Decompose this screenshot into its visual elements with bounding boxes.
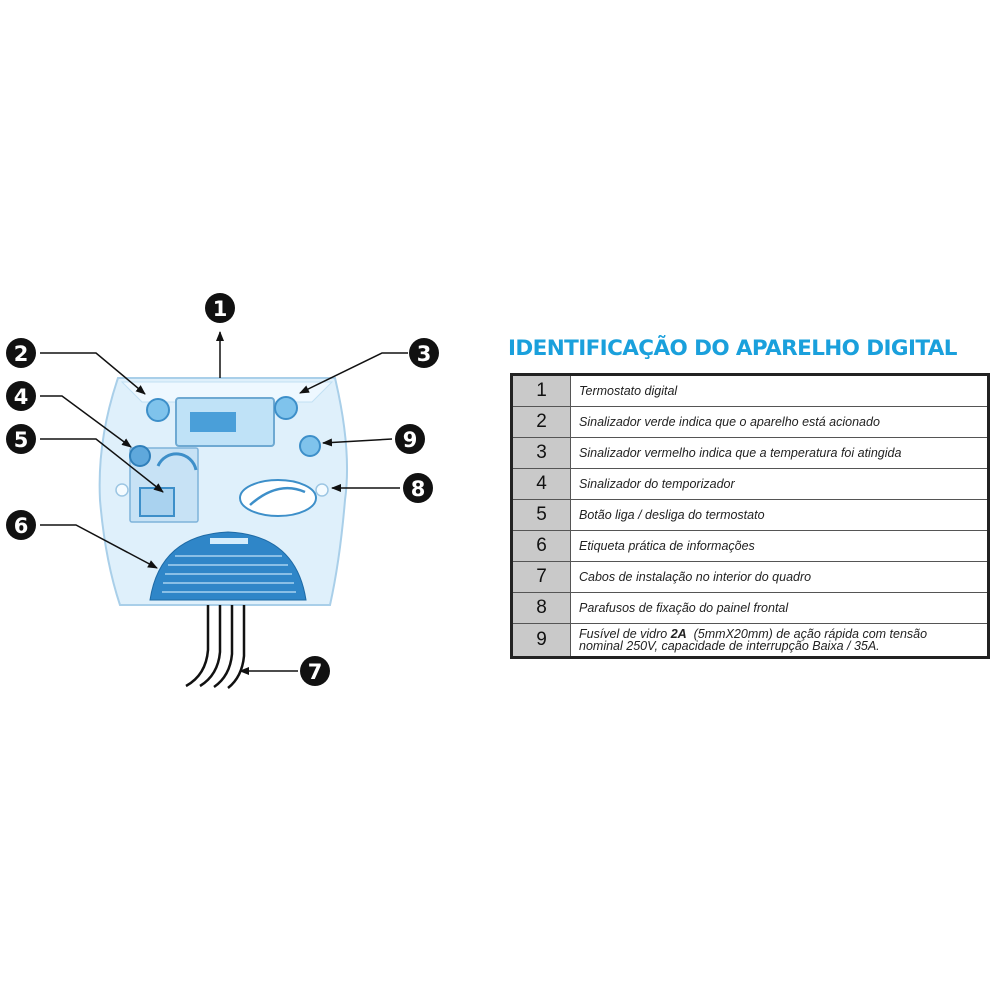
table-row: 9 Fusível de vidro 2A (5mmX20mm) de ação… bbox=[511, 623, 989, 658]
svg-text:5: 5 bbox=[14, 428, 29, 452]
table-row: 6 Etiqueta prática de informações bbox=[511, 530, 989, 562]
row-description: Cabos de instalação no interior do quadr… bbox=[570, 561, 989, 593]
row-number: 2 bbox=[511, 406, 571, 438]
svg-text:2: 2 bbox=[14, 342, 29, 366]
arrow-5 bbox=[40, 438, 164, 493]
panel-top-bevel bbox=[120, 381, 334, 403]
info-label-text-lines bbox=[162, 555, 296, 593]
installation-cables bbox=[185, 605, 246, 689]
callout-1: 1 bbox=[205, 293, 235, 323]
row-description: Sinalizador verde indica que o aparelho … bbox=[570, 406, 989, 438]
fuse-holder bbox=[299, 435, 321, 457]
row-description: Sinalizador do temporizador bbox=[570, 468, 989, 500]
green-indicator-light bbox=[146, 398, 170, 422]
callout-6: 6 bbox=[6, 510, 36, 540]
info-label-title bbox=[210, 538, 248, 544]
svg-text:8: 8 bbox=[411, 477, 426, 501]
brand-logo-swoosh bbox=[249, 486, 306, 506]
page-title: IDENTIFICAÇÃO DO APARELHO DIGITAL bbox=[508, 336, 957, 361]
device-diagram: 1 2 3 4 5 6 7 8 9 bbox=[6, 293, 439, 689]
callout-7: 7 bbox=[300, 656, 330, 686]
row-number: 4 bbox=[511, 468, 571, 500]
arrow-3 bbox=[299, 352, 408, 394]
row-number: 6 bbox=[511, 530, 571, 562]
table-row: 1 Termostato digital bbox=[511, 374, 989, 407]
svg-text:9: 9 bbox=[403, 428, 418, 452]
row-number: 7 bbox=[511, 561, 571, 593]
arrow-6 bbox=[40, 524, 158, 569]
callout-8: 8 bbox=[403, 473, 433, 503]
table-row: 2 Sinalizador verde indica que o aparelh… bbox=[511, 406, 989, 438]
panel-screw-left bbox=[115, 483, 129, 497]
callout-4: 4 bbox=[6, 381, 36, 411]
fuse-text-line2: nominal 250V, capacidade de interrupção … bbox=[579, 639, 880, 653]
identification-table: 1 Termostato digital 2 Sinalizador verde… bbox=[510, 373, 990, 659]
row-number: 8 bbox=[511, 592, 571, 624]
svg-text:4: 4 bbox=[14, 385, 29, 409]
arrow-9 bbox=[322, 438, 393, 447]
fuse-text-end: (5mmX20mm) de ação rápida com tensão bbox=[686, 627, 928, 641]
leader-arrows bbox=[40, 331, 408, 675]
arrow-4 bbox=[40, 395, 132, 448]
svg-text:7: 7 bbox=[308, 660, 323, 684]
svg-text:1: 1 bbox=[213, 297, 228, 321]
row-number: 1 bbox=[511, 374, 571, 407]
svg-text:6: 6 bbox=[14, 514, 29, 538]
row-description: Termostato digital bbox=[570, 374, 989, 407]
table-row: 4 Sinalizador do temporizador bbox=[511, 468, 989, 500]
row-number: 9 bbox=[511, 623, 571, 658]
table-row: 8 Parafusos de fixação do painel frontal bbox=[511, 592, 989, 624]
panel-screw-right bbox=[315, 483, 329, 497]
fuse-text-start: Fusível de vidro bbox=[579, 627, 671, 641]
row-description: Sinalizador vermelho indica que a temper… bbox=[570, 437, 989, 469]
panel-body bbox=[98, 377, 348, 606]
timer-indicator-light bbox=[129, 445, 151, 467]
row-description: Etiqueta prática de informações bbox=[570, 530, 989, 562]
callout-9: 9 bbox=[395, 424, 425, 454]
timer-dial-icon bbox=[156, 452, 198, 471]
thermostat-power-switch bbox=[139, 487, 175, 517]
callout-2: 2 bbox=[6, 338, 36, 368]
table-row: 7 Cabos de instalação no interior do qua… bbox=[511, 561, 989, 593]
svg-text:3: 3 bbox=[417, 342, 432, 366]
callout-5: 5 bbox=[6, 424, 36, 454]
row-description: Fusível de vidro 2A (5mmX20mm) de ação r… bbox=[570, 623, 989, 658]
red-indicator-light bbox=[274, 396, 298, 420]
row-description: Parafusos de fixação do painel frontal bbox=[570, 592, 989, 624]
row-number: 3 bbox=[511, 437, 571, 469]
row-description: Botão liga / desliga do termostato bbox=[570, 499, 989, 531]
arrow-2 bbox=[40, 352, 146, 395]
fuse-rating: 2A bbox=[670, 627, 687, 641]
callout-3: 3 bbox=[409, 338, 439, 368]
table-row: 5 Botão liga / desliga do termostato bbox=[511, 499, 989, 531]
row-number: 5 bbox=[511, 499, 571, 531]
thermostat-screen bbox=[190, 412, 236, 432]
table-row: 3 Sinalizador vermelho indica que a temp… bbox=[511, 437, 989, 469]
brand-logo bbox=[239, 479, 317, 517]
